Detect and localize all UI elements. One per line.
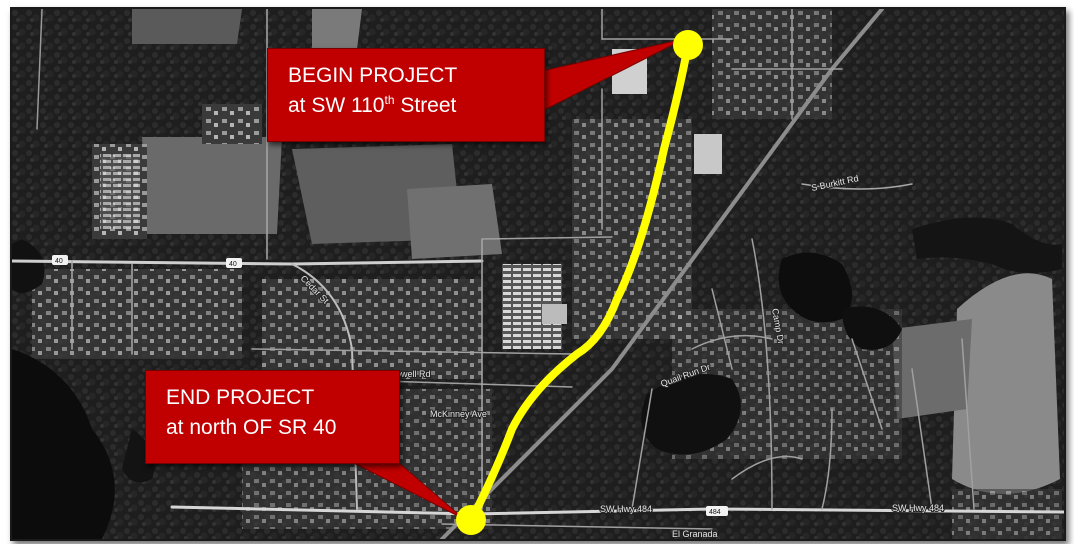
begin-callout-location: at SW 110th Street — [288, 93, 457, 117]
map-frame: 40 40 484 Cedar St Powell Rd McKinney Av… — [10, 7, 1066, 541]
hwy484-label: SW Hwy 484 — [600, 504, 652, 514]
end-marker-icon[interactable] — [456, 505, 486, 535]
sr40-shield-label: 40 — [229, 261, 237, 268]
end-project-callout: END PROJECT at north OF SR 40 — [145, 370, 400, 464]
hwy484-shield-label: 484 — [709, 509, 721, 516]
begin-project-callout: BEGIN PROJECT at SW 110th Street — [267, 48, 545, 142]
fields — [132, 9, 1060, 494]
end-callout-title: END PROJECT — [166, 386, 315, 409]
begin-marker-icon[interactable] — [673, 30, 703, 60]
water — [12, 217, 1062, 539]
mckinney-ave-label: McKinney Ave — [430, 409, 487, 419]
end-callout-location: at north OF SR 40 — [166, 416, 337, 439]
roads — [12, 9, 1064, 539]
el-granada-label: El Granada — [672, 529, 718, 539]
hwy484-label: SW Hwy 484 — [892, 503, 944, 513]
begin-callout-title: BEGIN PROJECT — [288, 64, 458, 87]
sr40-shield-label: 40 — [55, 258, 63, 265]
project-route-line — [468, 41, 692, 523]
